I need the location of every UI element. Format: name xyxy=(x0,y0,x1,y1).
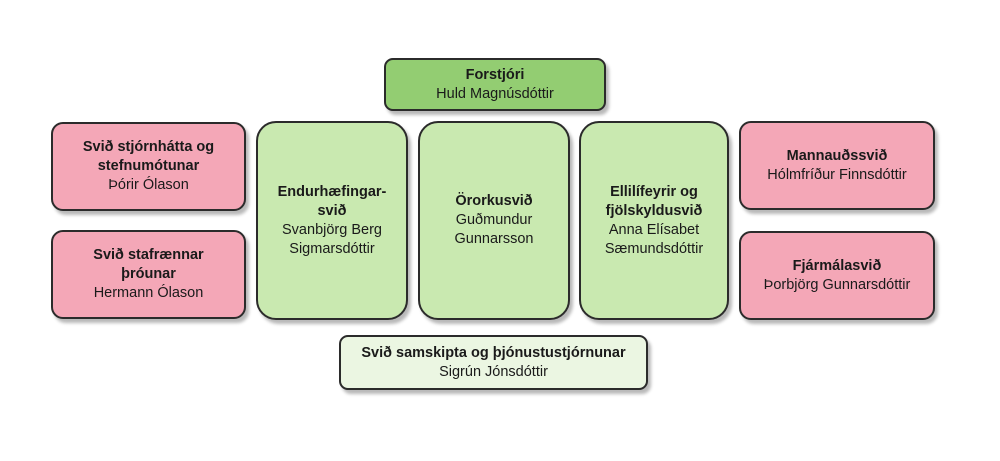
director-box: Forstjóri Huld Magnúsdóttir xyxy=(384,58,606,111)
governance-policy-person: Þórir Ólason xyxy=(108,177,189,193)
disability-person: Guðmundur Gunnarsson xyxy=(454,212,534,247)
communications-service-person: Sigrún Jónsdóttir xyxy=(439,363,548,380)
digital-development-title: Svið stafrænnar þróunar xyxy=(93,247,204,282)
rehabilitation-title: Endurhæfingar- svið xyxy=(277,183,387,219)
digital-development-box: Svið stafrænnar þróunar Hermann Ólason xyxy=(51,230,246,319)
finance-title: Fjármálasvið xyxy=(792,257,882,274)
rehabilitation-person: Svanbjörg Berg Sigmarsdóttir xyxy=(282,221,382,257)
director-title: Forstjóri xyxy=(465,66,525,83)
pension-family-title: Ellilífeyrir og fjölskyldusvið xyxy=(605,183,703,219)
pension-family-box: Ellilífeyrir og fjölskyldusvið Anna Elís… xyxy=(579,121,729,320)
communications-service-box: Svið samskipta og þjónustustjórnunar Sig… xyxy=(339,335,648,390)
governance-policy-title: Svið stjórnhátta og stefnumótunar xyxy=(82,139,215,174)
human-resources-box: Mannauðssvið Hólmfríður Finnsdóttir xyxy=(739,121,935,210)
disability-box: Örorkusvið Guðmundur Gunnarsson xyxy=(418,121,570,320)
disability-title: Örorkusvið xyxy=(455,193,533,209)
human-resources-person: Hólmfríður Finnsdóttir xyxy=(767,166,907,183)
governance-policy-box: Svið stjórnhátta og stefnumótunar Þórir … xyxy=(51,122,246,211)
pension-family-person: Anna Elísabet Sæmundsdóttir xyxy=(604,221,704,257)
rehabilitation-box: Endurhæfingar- svið Svanbjörg Berg Sigma… xyxy=(256,121,408,320)
human-resources-title: Mannauðssvið xyxy=(786,147,888,164)
finance-person: Þorbjörg Gunnarsdóttir xyxy=(763,276,911,293)
digital-development-person: Hermann Ólason xyxy=(93,285,204,301)
finance-box: Fjármálasvið Þorbjörg Gunnarsdóttir xyxy=(739,231,935,320)
director-person: Huld Magnúsdóttir xyxy=(436,85,554,102)
communications-service-title: Svið samskipta og þjónustustjórnunar xyxy=(361,344,626,361)
